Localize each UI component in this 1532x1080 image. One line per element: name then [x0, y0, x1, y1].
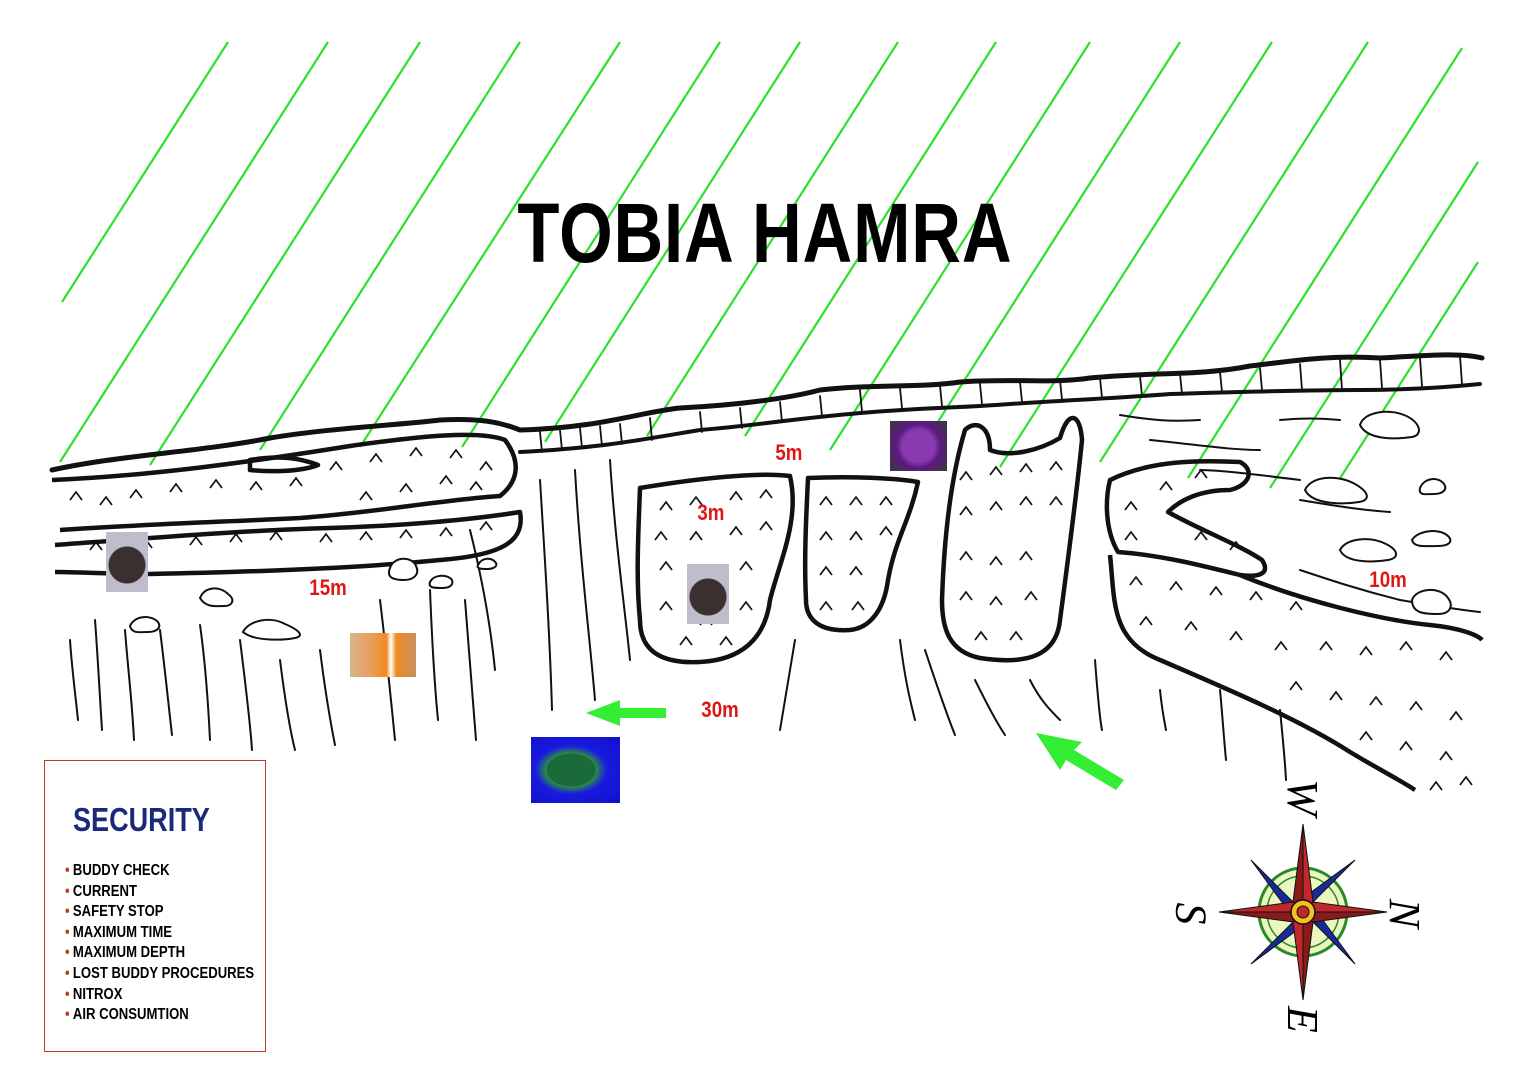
clownfish-photo: [350, 633, 416, 677]
stonefish-photo: [106, 532, 148, 592]
list-item: •SAFETY STOP: [65, 903, 164, 921]
reef-top-bar: [247, 455, 321, 474]
compass-rose-icon: [1218, 823, 1388, 1001]
shoreline: [49, 352, 1485, 473]
coral-texture: [69, 446, 1473, 791]
security-heading: SECURITY: [73, 801, 210, 838]
left-reef-upper: [51, 432, 518, 533]
reef-block-d: [1104, 458, 1268, 578]
green-current-arrow: [586, 700, 1124, 790]
site-title: TOBIA HAMRA: [517, 186, 1013, 280]
land-hatch: [59, 41, 1479, 495]
reef-outlines: [51, 415, 1484, 792]
left-reef-lower: [54, 509, 523, 577]
napoleon-wrasse-photo: [531, 737, 620, 803]
list-item: •NITROX: [65, 985, 123, 1003]
security-panel: SECURITY •BUDDY CHECK •CURRENT •SAFETY S…: [44, 760, 266, 1052]
list-item: •MAXIMUM TIME: [65, 923, 172, 941]
depth-label-5m: 5m: [775, 440, 803, 465]
compass-east-label: E: [1277, 1006, 1327, 1033]
compass-west-label: W: [1277, 779, 1327, 816]
list-item: •MAXIMUM DEPTH: [65, 944, 186, 962]
list-item: •LOST BUDDY PROCEDURES: [65, 964, 255, 982]
compass-north-label: N: [1380, 898, 1430, 929]
list-item: •CURRENT: [65, 882, 138, 900]
depth-label-10m: 10m: [1369, 567, 1407, 592]
security-list: •BUDDY CHECK •CURRENT •SAFETY STOP •MAXI…: [65, 861, 296, 1026]
list-item: •BUDDY CHECK: [65, 862, 170, 879]
stonefish-photo: [687, 564, 729, 624]
depth-label-3m: 3m: [697, 500, 725, 525]
reef-block-a: [635, 472, 795, 665]
purple-coral-photo: [890, 421, 947, 471]
depth-label-15m: 15m: [309, 575, 347, 600]
reef-block-b: [802, 474, 921, 633]
reef-slope: [1107, 554, 1417, 792]
list-item: •AIR CONSUMTION: [65, 1006, 189, 1024]
reef-slope-top: [1239, 572, 1484, 642]
reef-block-c: [939, 415, 1085, 663]
slope-strokes: [69, 414, 1481, 781]
compass-south-label: S: [1166, 902, 1216, 925]
depth-label-30m: 30m: [701, 697, 739, 722]
boulders: [128, 410, 1452, 641]
